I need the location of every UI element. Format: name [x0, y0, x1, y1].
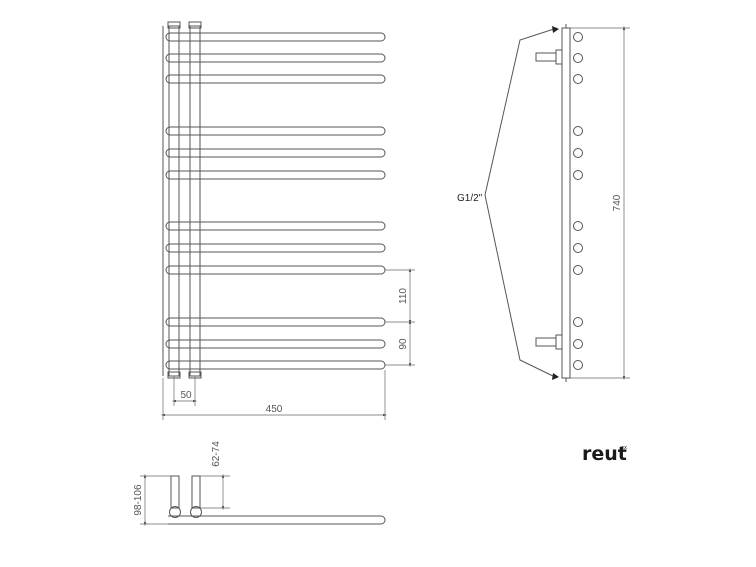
dim-pipe-depth: 62-74 — [200, 441, 230, 511]
rail-end-circle — [573, 32, 583, 42]
side-view: G1/2" 740 — [457, 24, 630, 382]
towel-rail — [165, 360, 386, 370]
rail-end-circle — [573, 170, 583, 180]
brand-logo: reut ex — [582, 443, 627, 465]
rail-end-circle — [573, 317, 583, 327]
towel-rail — [165, 74, 386, 84]
front-view: 50 450 110 90 — [160, 21, 415, 420]
towel-rail — [165, 265, 386, 275]
towel-rails — [165, 32, 386, 370]
dim-pipe-spacing: 50 — [171, 376, 198, 406]
dim-gap-large-label: 110 — [398, 288, 409, 304]
dim-total-depth-label: 98-106 — [133, 484, 144, 516]
towel-rail — [165, 243, 386, 253]
dim-height: 740 — [570, 25, 630, 381]
rail-end-circle — [573, 265, 583, 275]
dim-pipe-depth-label: 62-74 — [211, 441, 222, 467]
rail-ends — [573, 32, 583, 370]
rail-end-circle — [573, 339, 583, 349]
dim-gap-small-label: 90 — [398, 338, 409, 350]
towel-rail — [165, 317, 386, 327]
towel-rail — [165, 148, 386, 158]
dim-width-label: 450 — [266, 404, 283, 415]
towel-rail — [165, 339, 386, 349]
dim-total-depth: 98-106 — [133, 473, 171, 527]
dim-rail-gaps: 110 90 — [385, 267, 415, 368]
rail-end-circle — [573, 126, 583, 136]
rail-end-circle — [573, 243, 583, 253]
brand-logo-superscript: ex — [621, 445, 627, 451]
dim-height-label: 740 — [612, 194, 623, 211]
rail-end-circle — [573, 360, 583, 370]
towel-rail — [165, 53, 386, 63]
towel-rail — [165, 32, 386, 42]
brand-logo-text: reut — [582, 443, 627, 465]
rail-end-circle — [573, 74, 583, 84]
dim-width: 450 — [160, 370, 388, 420]
bottom-view: 62-74 98-106 — [133, 441, 386, 527]
rail-end-circle — [573, 148, 583, 158]
thread-label: G1/2" — [457, 193, 483, 204]
rail-end-circle — [573, 221, 583, 231]
towel-rail — [165, 221, 386, 231]
rail-end-circle — [573, 53, 583, 63]
towel-rail — [165, 170, 386, 180]
towel-rail — [165, 126, 386, 136]
dim-pipe-spacing-label: 50 — [180, 390, 192, 401]
